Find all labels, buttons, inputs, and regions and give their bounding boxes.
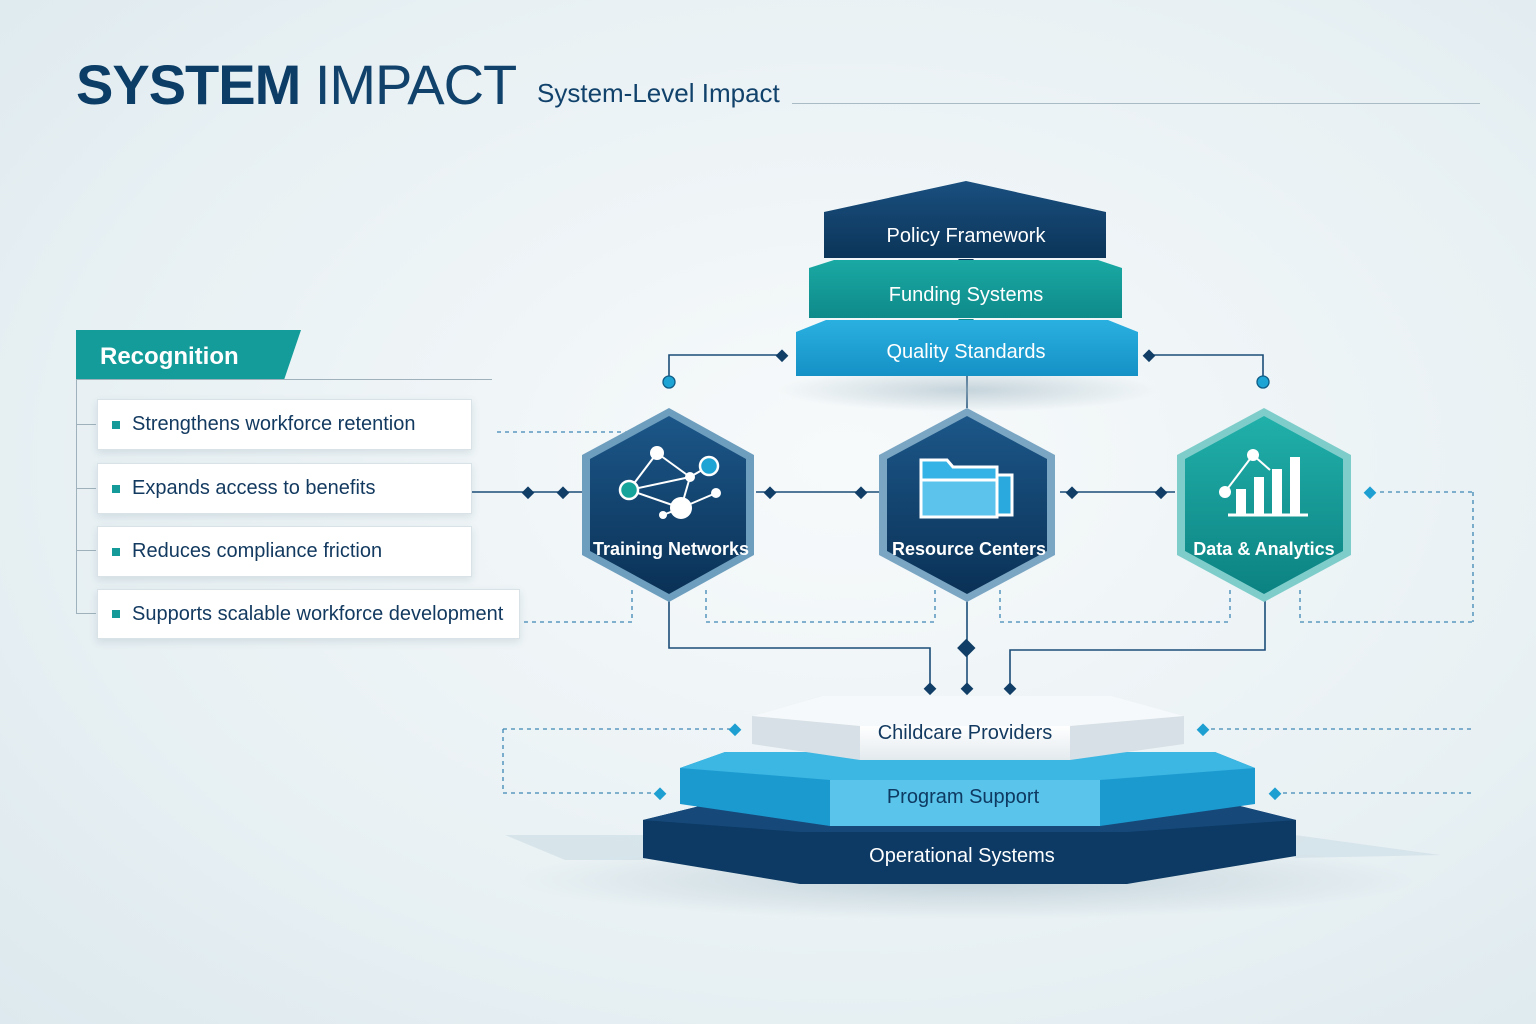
page-title: SYSTEM IMPACT: [76, 52, 517, 117]
hub-label-data-analytics: Data & Analytics: [1193, 539, 1335, 559]
hub-label-training-networks: Training Networks: [592, 539, 750, 559]
recognition-item: Expands access to benefits: [97, 463, 472, 514]
recognition-divider: [76, 379, 492, 380]
bullet-icon: [112, 610, 120, 618]
recognition-item: Reduces compliance friction: [97, 526, 472, 577]
header-divider: [792, 103, 1480, 104]
hex-training-networks: [582, 408, 754, 602]
program-support-layer: [680, 752, 1255, 826]
funding-systems-layer: [809, 260, 1122, 318]
quality-standards-label: Quality Standards: [886, 341, 1046, 363]
funding-systems-label: Funding Systems: [888, 284, 1044, 306]
recognition-tree-line: [76, 380, 77, 614]
bar-chart-icon: [1219, 449, 1308, 517]
quality-standards-layer: [796, 320, 1138, 376]
title-light: IMPACT: [314, 53, 517, 116]
network-icon: [618, 446, 721, 519]
recognition-item: Supports scalable workforce development: [97, 589, 520, 639]
policy-framework-label: Policy Framework: [886, 225, 1046, 247]
tree-tick: [76, 424, 96, 425]
title-bold: SYSTEM: [76, 53, 301, 116]
childcare-providers-label: Childcare Providers: [877, 722, 1053, 744]
hub-label-resource-centers: Resource Centers: [891, 539, 1047, 559]
recognition-item-text: Strengthens workforce retention: [132, 413, 416, 435]
policy-framework-layer: [824, 181, 1106, 258]
childcare-providers-layer: [752, 696, 1184, 760]
bullet-icon: [112, 484, 120, 493]
recognition-banner: [76, 330, 301, 380]
recognition-heading: Recognition: [100, 343, 239, 370]
recognition-item-text: Reduces compliance friction: [132, 540, 383, 562]
operational-systems-label: Operational Systems: [869, 845, 1055, 867]
tree-tick: [76, 488, 96, 489]
tree-tick: [76, 613, 96, 614]
program-support-label: Program Support: [886, 786, 1040, 808]
page-subtitle: System-Level Impact: [537, 78, 780, 108]
recognition-item-text: Supports scalable workforce development: [132, 602, 504, 625]
recognition-item: Strengthens workforce retention: [97, 399, 472, 450]
bullet-icon: [112, 420, 120, 429]
recognition-item-text: Expands access to benefits: [132, 477, 376, 499]
tree-tick: [76, 550, 96, 551]
bullet-icon: [112, 547, 120, 556]
folders-icon: [919, 458, 1014, 519]
